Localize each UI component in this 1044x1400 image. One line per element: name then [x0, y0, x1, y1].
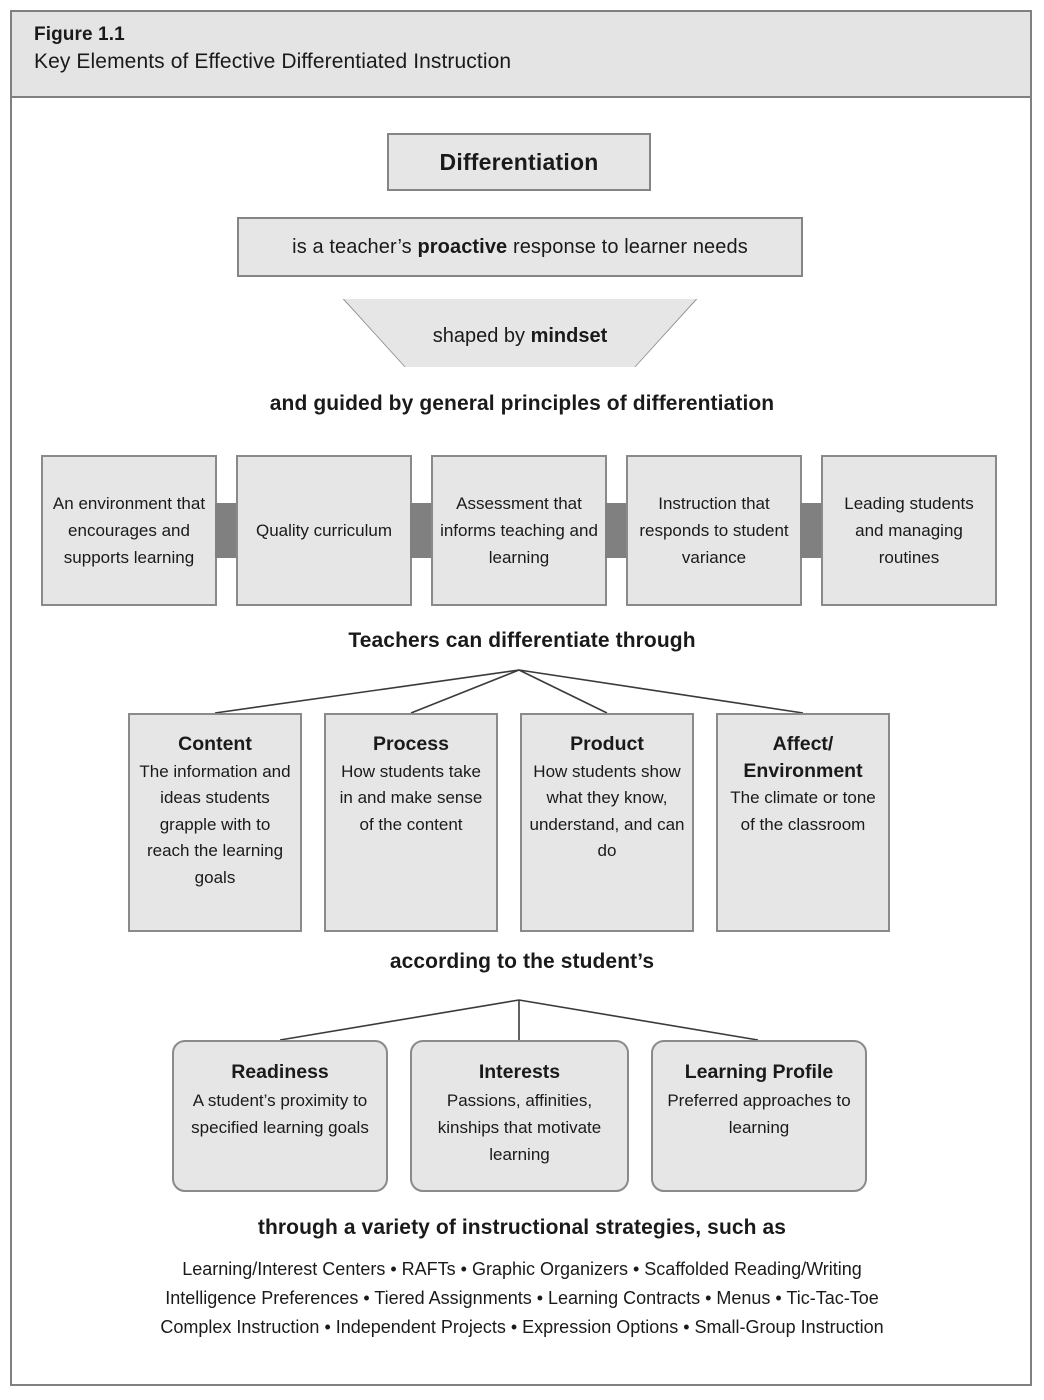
- principle-text: Leading students and managing routines: [844, 494, 974, 567]
- element-box-product: Product How students show what they know…: [520, 713, 694, 932]
- element-body: Process How students take in and make se…: [333, 731, 489, 838]
- principle-box-environment: An environment that encourages and suppo…: [41, 455, 217, 606]
- mindset-shape: [344, 299, 696, 367]
- principle-text: An environment that encourages and suppo…: [52, 494, 206, 567]
- strategy-line: Complex Instruction • Independent Projec…: [160, 1317, 884, 1337]
- strategy-line: Intelligence Preferences • Tiered Assign…: [165, 1288, 879, 1308]
- trait-title: Learning Profile: [684, 1061, 834, 1083]
- trait-body: Readiness A student’s proximity to speci…: [184, 1059, 376, 1141]
- element-title: Product: [570, 733, 644, 755]
- strategies-list: Learning/Interest Centers • RAFTs • Grap…: [0, 1255, 1044, 1342]
- principle-text: Assessment that informs teaching and lea…: [440, 494, 598, 567]
- principle-text: Instruction that responds to student var…: [639, 494, 789, 567]
- mindset-prefix: shaped by: [432, 325, 531, 347]
- principle-box-leading: Leading students and managing routines: [821, 455, 997, 606]
- definition-emphasis: proactive: [417, 235, 508, 258]
- element-description: How students show what they know, unders…: [529, 761, 685, 861]
- element-body: Affect/ Environment The climate or tone …: [725, 731, 881, 838]
- element-title: Affect/ Environment: [743, 733, 863, 782]
- element-title: Content: [178, 733, 252, 755]
- element-description: How students take in and make sense of t…: [339, 761, 483, 834]
- heading-principles: and guided by general principles of diff…: [269, 392, 775, 415]
- element-description: The information and ideas students grapp…: [139, 761, 291, 887]
- node-definition-text: is a teacher’s proactive response to lea…: [292, 236, 748, 259]
- trait-description: A student’s proximity to specified learn…: [191, 1091, 369, 1137]
- definition-prefix: is a teacher’s: [292, 235, 418, 258]
- node-differentiation: Differentiation: [387, 133, 651, 191]
- element-body: Content The information and ideas studen…: [137, 731, 293, 891]
- trait-box-interests: Interests Passions, affinities, kinships…: [410, 1040, 629, 1192]
- element-title: Process: [373, 733, 449, 755]
- definition-suffix: response to learner needs: [507, 235, 748, 258]
- node-mindset: shaped by mindset: [344, 299, 696, 367]
- element-box-affect-environment: Affect/ Environment The climate or tone …: [716, 713, 890, 932]
- element-description: The climate or tone of the classroom: [730, 788, 876, 834]
- heading-differentiate-through: Teachers can differentiate through: [348, 629, 696, 652]
- figure-title: Key Elements of Effective Differentiated…: [34, 50, 512, 73]
- trait-body: Learning Profile Preferred approaches to…: [663, 1059, 855, 1141]
- node-mindset-text: shaped by mindset: [344, 325, 696, 348]
- node-differentiation-label: Differentiation: [439, 148, 599, 175]
- trait-box-learning-profile: Learning Profile Preferred approaches to…: [651, 1040, 867, 1192]
- element-box-process: Process How students take in and make se…: [324, 713, 498, 932]
- trait-description: Passions, affinities, kinships that moti…: [437, 1091, 602, 1164]
- heading-according-to-student: according to the student’s: [389, 950, 655, 973]
- principle-text: Quality curriculum: [255, 521, 393, 540]
- figure-header: Figure 1.1 Key Elements of Effective Dif…: [10, 10, 1032, 98]
- trait-title: Interests: [478, 1061, 561, 1083]
- trait-box-readiness: Readiness A student’s proximity to speci…: [172, 1040, 388, 1192]
- principle-box-instruction: Instruction that responds to student var…: [626, 455, 802, 606]
- trait-body: Interests Passions, affinities, kinships…: [422, 1059, 617, 1168]
- element-body: Product How students show what they know…: [529, 731, 685, 865]
- mindset-emphasis: mindset: [530, 325, 608, 347]
- node-definition: is a teacher’s proactive response to lea…: [237, 217, 803, 277]
- trait-description: Preferred approaches to learning: [667, 1091, 851, 1137]
- trait-title: Readiness: [231, 1061, 329, 1083]
- principle-box-curriculum: Quality curriculum: [236, 455, 412, 606]
- strategy-line: Learning/Interest Centers • RAFTs • Grap…: [182, 1259, 862, 1279]
- principle-box-assessment: Assessment that informs teaching and lea…: [431, 455, 607, 606]
- heading-strategies: through a variety of instructional strat…: [257, 1216, 787, 1239]
- element-box-content: Content The information and ideas studen…: [128, 713, 302, 932]
- figure-label: Figure 1.1: [34, 24, 125, 45]
